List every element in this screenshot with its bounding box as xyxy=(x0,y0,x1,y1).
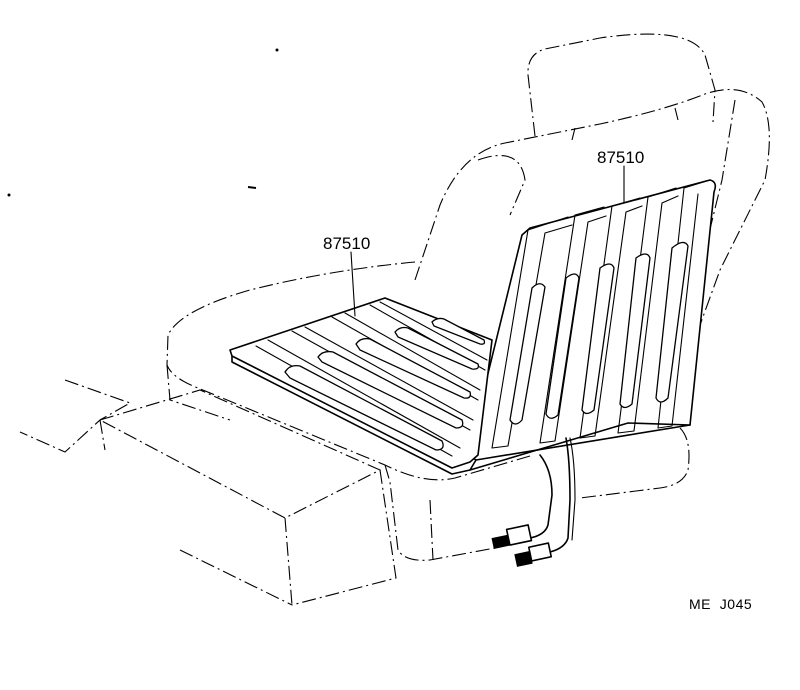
seatback-slot-4 xyxy=(619,253,651,409)
connector-2-plug-icon xyxy=(514,550,533,567)
seatback-side xyxy=(699,99,736,271)
seatback-heater xyxy=(467,179,717,471)
seat-rail-side xyxy=(179,549,293,606)
seatback-slot-5 xyxy=(655,241,689,403)
cushion-slot-5 xyxy=(431,317,486,345)
cushion-right-outline xyxy=(579,427,690,499)
seatback-inner-bolster xyxy=(477,155,526,216)
headrest-outline xyxy=(527,33,716,137)
cushion-rib-1 xyxy=(267,301,488,449)
seatback-rib-2 xyxy=(539,206,607,444)
cushion-heater-leader xyxy=(350,251,356,317)
connector-2-icon xyxy=(527,542,553,562)
cushion-heater-edge xyxy=(231,355,471,475)
cushion-slot-1 xyxy=(284,364,444,451)
floor-line-1 xyxy=(19,379,132,453)
speck-2 xyxy=(7,193,11,197)
wire-harness xyxy=(491,437,576,567)
speck-1 xyxy=(275,48,279,52)
connector-1-icon xyxy=(505,524,533,546)
cushion-heater-part-label: 87510 xyxy=(323,234,370,253)
seatback-rib-4 xyxy=(617,187,679,434)
seatback-rib-1 xyxy=(491,216,573,449)
speck-3 xyxy=(247,186,257,189)
connector-1-plug-icon xyxy=(491,534,510,549)
harness-wire-1 xyxy=(529,454,553,539)
cushion-top-outline xyxy=(166,261,531,481)
cushion-slot-2 xyxy=(317,350,464,429)
cushion-lower-outline xyxy=(166,364,496,561)
harness-wire-2 xyxy=(549,437,571,553)
harness-wire-3 xyxy=(569,437,576,541)
cushion-slot-4 xyxy=(394,326,480,370)
seat-rail-front xyxy=(99,419,397,606)
cushion-slot-3 xyxy=(355,337,472,399)
seatback-rib-3 xyxy=(579,197,643,439)
seatback-slot-2 xyxy=(545,273,580,419)
seatback-slot-1 xyxy=(509,283,546,425)
seatback-heater-edge xyxy=(469,422,691,471)
headrest-post xyxy=(571,107,679,141)
diagram-code: ME J045 xyxy=(689,596,753,612)
seatback-slot-3 xyxy=(581,263,615,415)
seatback-rib-5 xyxy=(657,179,711,429)
back-heater-part-label: 87510 xyxy=(597,148,644,167)
seat-outline xyxy=(19,33,770,606)
cushion-heater xyxy=(229,297,493,475)
cushion-bottom-line xyxy=(429,499,434,561)
